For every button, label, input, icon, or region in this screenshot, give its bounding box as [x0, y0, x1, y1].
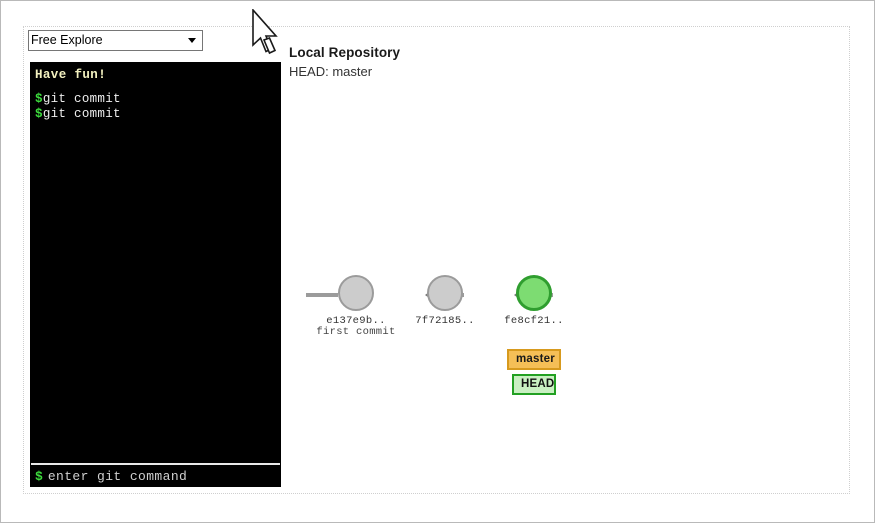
terminal-welcome-message: Have fun! [35, 68, 107, 82]
head-badge[interactable]: HEAD [512, 374, 556, 395]
local-repository-panel: Local Repository HEAD: master e137e9b.. … [286, 30, 847, 491]
terminal-history-line: $git commit [35, 107, 276, 123]
commit-hash-label: fe8cf21.. [504, 315, 564, 327]
commit-hash-label: e137e9b.. [326, 315, 386, 327]
commit-circle[interactable] [427, 275, 463, 311]
level-selector-wrapper: Free Explore [28, 30, 203, 51]
repository-title: Local Repository [289, 45, 401, 60]
branch-badge-master[interactable]: master [507, 349, 561, 370]
commit-hash-label: 7f72185.. [415, 315, 475, 327]
left-panel: Free Explore Have fun! $git commit $git … [27, 30, 281, 491]
terminal-input-prompt-symbol: $ [35, 468, 43, 484]
terminal-output: Have fun! $git commit $git commit [30, 62, 281, 462]
git-command-input[interactable] [47, 468, 281, 484]
app-container: Free Explore Have fun! $git commit $git … [23, 26, 850, 494]
level-select[interactable]: Free Explore [28, 30, 203, 51]
terminal-panel[interactable]: Have fun! $git commit $git commit $ [30, 62, 281, 487]
commit-graph: e137e9b.. first commit 7f72185.. fe8cf21… [286, 30, 847, 491]
commit-edge-line [306, 293, 338, 297]
terminal-prompt-symbol: $ [35, 91, 43, 106]
terminal-history-line: $git commit [35, 92, 276, 108]
terminal-input-row[interactable]: $ [30, 465, 281, 487]
repository-head-label: HEAD: master [289, 64, 373, 79]
terminal-command-text: git commit [42, 107, 121, 121]
commit-circle[interactable] [338, 275, 374, 311]
terminal-command-text: git commit [42, 91, 121, 106]
commit-message-label: first commit [316, 326, 396, 338]
commit-circle[interactable] [516, 275, 552, 311]
terminal-prompt-symbol: $ [35, 107, 43, 121]
terminal-divider [31, 463, 280, 465]
